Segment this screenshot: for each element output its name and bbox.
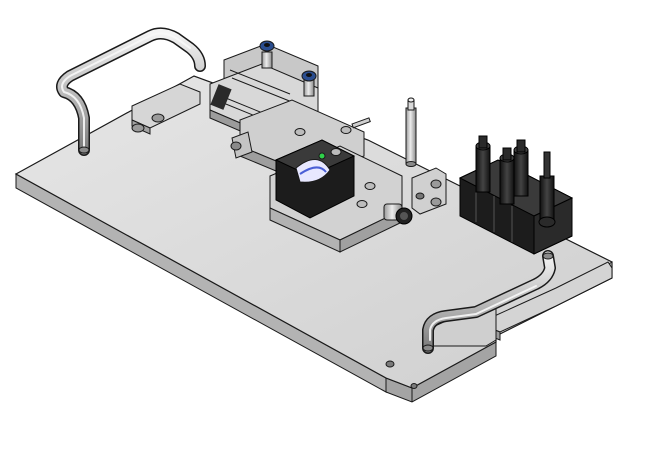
screw-head [294, 128, 306, 136]
handle-left [56, 27, 206, 156]
air-fitting [301, 70, 317, 97]
sensor-bracket [411, 167, 447, 215]
clamp-station [230, 99, 413, 253]
indicator-led [318, 152, 326, 160]
screw-head [340, 126, 352, 134]
plate-hole [385, 360, 395, 368]
locating-pin [405, 97, 417, 167]
connector-plug [538, 151, 556, 228]
valve-fitting [475, 135, 491, 193]
adjust-knob [383, 203, 413, 225]
plate-hole [410, 383, 418, 389]
screw-head [364, 182, 376, 190]
screw-head [330, 148, 342, 156]
handle-right [422, 250, 556, 354]
screw-head [131, 123, 145, 133]
valve-manifold [458, 135, 574, 255]
air-fitting [259, 40, 275, 69]
valve-fitting [499, 147, 515, 205]
screw-head [151, 113, 165, 123]
clamp-jaw [295, 159, 331, 183]
screw-head [356, 200, 368, 208]
valve-fitting [513, 139, 529, 197]
